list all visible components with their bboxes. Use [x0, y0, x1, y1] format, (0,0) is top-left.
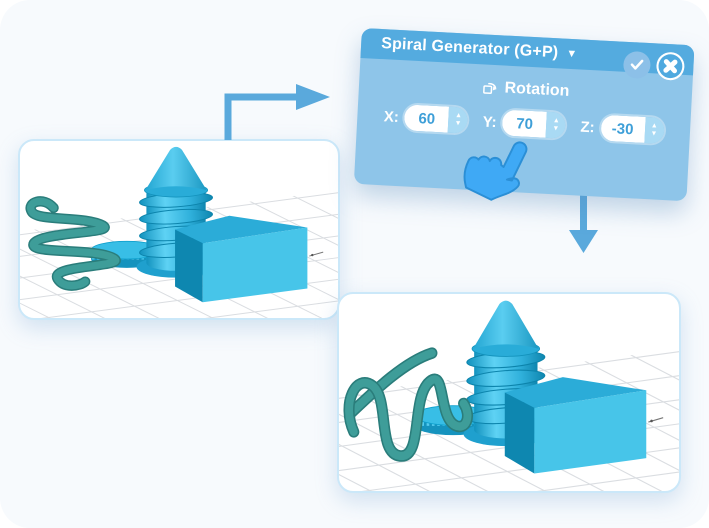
close-icon: [658, 54, 683, 79]
stepper-down-icon[interactable]: ▼: [650, 130, 658, 138]
rotation-field-z: Z: -30 ▲ ▼: [580, 114, 665, 144]
spiral-model-rotated: [343, 347, 473, 462]
panel-header-buttons: [622, 50, 686, 81]
flow-arrow-right: [224, 84, 330, 140]
x-stepper[interactable]: ▲ ▼: [448, 106, 469, 134]
z-value-input[interactable]: -30: [599, 114, 646, 143]
hand-cursor-icon: [463, 141, 528, 201]
chevron-down-icon: ▼: [565, 47, 578, 60]
workplane-tower-cube: [339, 301, 679, 491]
panel-title-label: Spiral Generator (G+P): [380, 35, 559, 62]
confirm-button[interactable]: [622, 50, 652, 79]
x-value-input[interactable]: 60: [404, 104, 450, 133]
spiral-model-flat: [25, 196, 121, 291]
stepper-down-icon[interactable]: ▼: [552, 125, 560, 133]
axis-label-y: Y:: [482, 112, 498, 131]
3d-scene-after: [339, 294, 679, 491]
z-stepper[interactable]: ▲ ▼: [643, 116, 665, 144]
spiral-generator-panel: Spiral Generator (G+P) ▼: [353, 28, 695, 202]
y-stepper[interactable]: ▲ ▼: [545, 111, 567, 139]
close-button[interactable]: [655, 51, 686, 81]
stepper-down-icon[interactable]: ▼: [454, 119, 462, 128]
panel-body: Rotation X: 60 ▲ ▼ Y: 70: [357, 58, 693, 145]
panel-header: Spiral Generator (G+P) ▼: [360, 28, 695, 81]
rotation-field-x: X: 60 ▲ ▼: [383, 103, 469, 134]
rotation-section-header: Rotation: [373, 73, 679, 107]
rotation-label: Rotation: [504, 79, 570, 100]
panel-title-dropdown[interactable]: Spiral Generator (G+P) ▼: [381, 35, 578, 63]
scene-after-card: [337, 292, 681, 493]
axis-label-x: X:: [383, 107, 400, 126]
3d-scene-before: [20, 141, 338, 318]
scene-before-card: [18, 139, 340, 320]
check-icon: [630, 59, 644, 70]
rotate-icon: [482, 82, 497, 95]
axis-label-z: Z:: [580, 118, 596, 136]
